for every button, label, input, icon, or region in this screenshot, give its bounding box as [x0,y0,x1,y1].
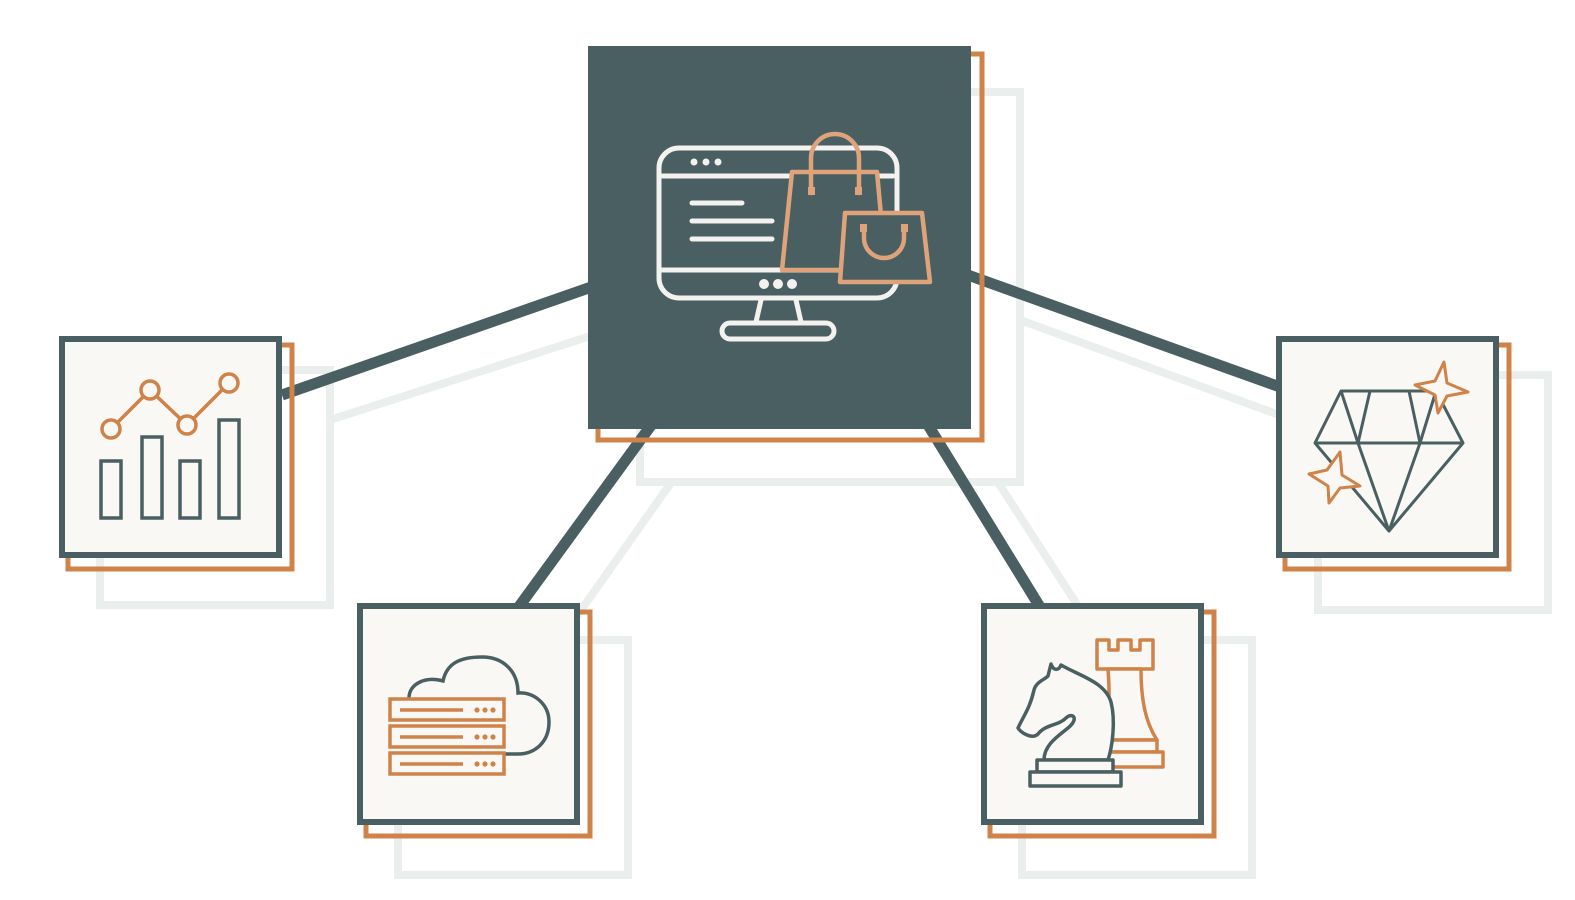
connectors [280,268,1282,612]
analytics-chart-icon [99,372,241,520]
node-analytics [59,336,295,572]
ecommerce-monitor-shopping-bags-icon [656,131,933,342]
diamond-icon [1307,360,1470,533]
connector-analytics [280,278,602,401]
node-premium [1276,336,1512,572]
connector-cloud-server [513,416,660,612]
center-node [588,46,985,443]
node-cloud-server [357,603,593,839]
connector-strategy [923,422,1045,610]
chess-strategy-icon [1016,638,1165,788]
node-strategy [981,603,1217,839]
connector-premium [963,268,1282,393]
cloud-server-icon [388,655,551,776]
